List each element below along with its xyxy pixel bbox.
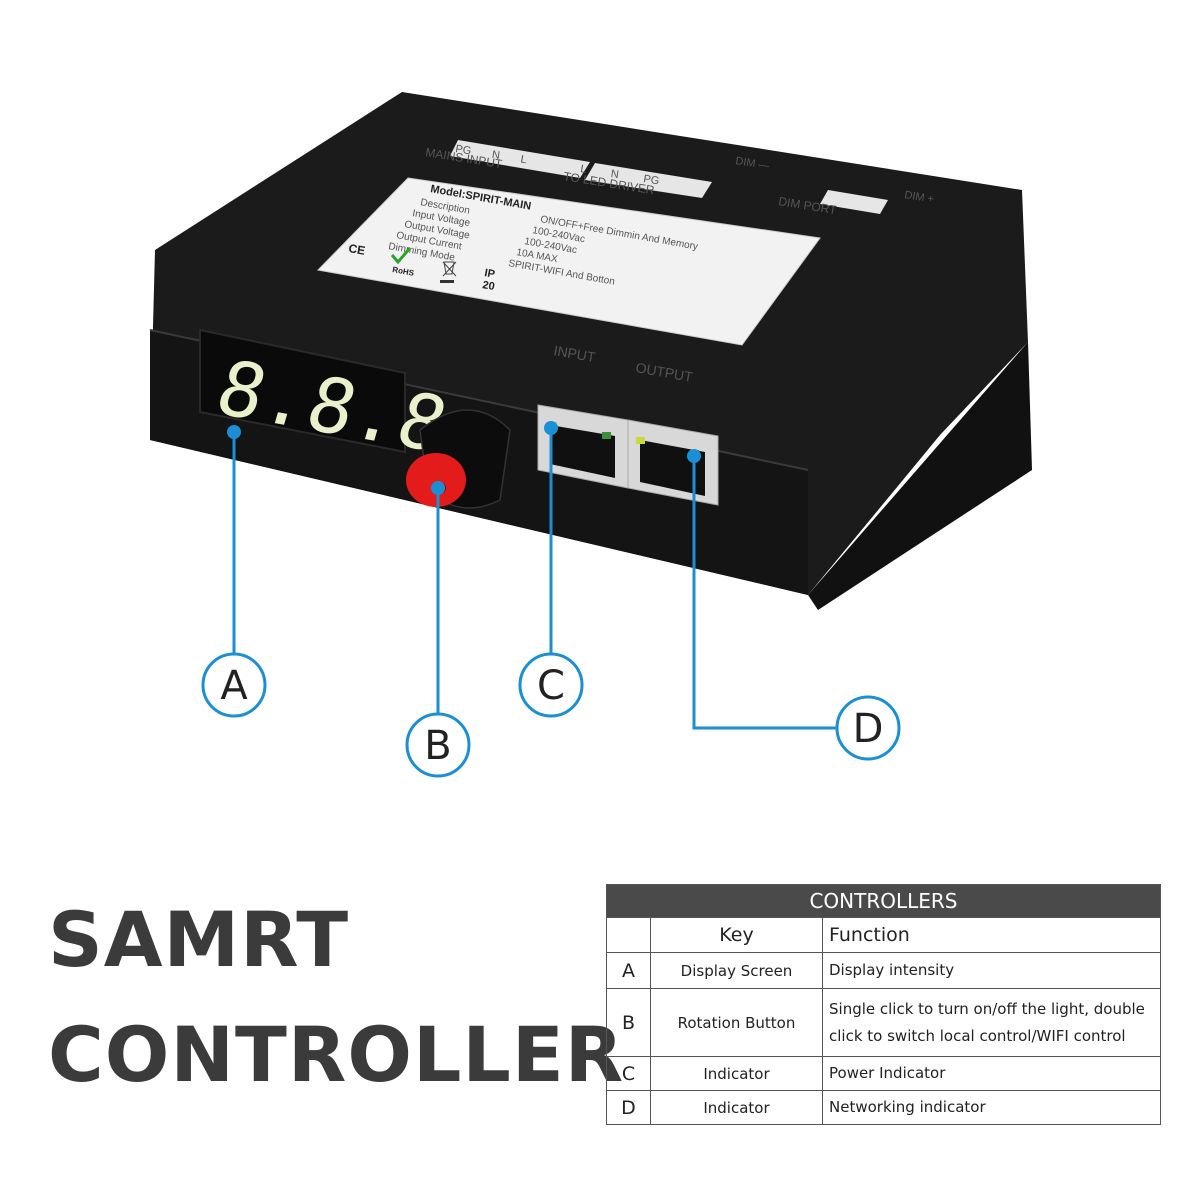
mains-terminal-block xyxy=(450,140,590,178)
callout-c: C xyxy=(518,652,584,718)
table-title-row: CONTROLLERS xyxy=(606,884,1161,918)
weee-bin-icon xyxy=(442,261,457,277)
rohs-check-icon xyxy=(390,247,412,265)
svg-text:D: D xyxy=(853,706,884,752)
weee-bar xyxy=(440,280,454,283)
title-line-1: SAMRT xyxy=(48,895,350,984)
controller-diagram: PG N L MAINS INPUT L N PG TO LED DRIVER … xyxy=(149,92,1032,778)
rohs-mark: RoHS xyxy=(392,265,416,278)
svg-text:B: B xyxy=(424,723,451,769)
dim-terminal-block xyxy=(820,190,888,214)
table-row: A Display Screen Display intensity xyxy=(606,952,1161,989)
row-key: Indicator xyxy=(650,1090,823,1125)
row-key: Rotation Button xyxy=(650,988,823,1057)
table-header-row: Key Function xyxy=(606,917,1161,953)
led-driver-pins: L N PG xyxy=(580,163,661,187)
ce-mark: CE xyxy=(347,241,366,258)
callout-b: B xyxy=(405,712,471,778)
table-title: CONTROLLERS xyxy=(606,884,1161,918)
callout-a: A xyxy=(201,652,267,718)
row-key: Display Screen xyxy=(650,952,823,989)
callout-d: D xyxy=(835,695,901,761)
row-id: C xyxy=(606,1056,651,1091)
callout-lines xyxy=(227,421,836,730)
header-id-cell xyxy=(606,917,651,953)
table-row: D Indicator Networking indicator xyxy=(606,1090,1161,1125)
row-function: Power Indicator xyxy=(822,1056,1161,1091)
svg-text:C: C xyxy=(537,663,565,709)
header-function: Function xyxy=(822,917,1161,953)
rj45-input-port[interactable] xyxy=(537,404,629,489)
row-function: Single click to turn on/off the light, d… xyxy=(822,988,1161,1057)
row-function: Display intensity xyxy=(822,952,1161,989)
dim-minus-label: DIM — xyxy=(735,155,771,172)
svg-text:A: A xyxy=(220,663,248,709)
row-key: Indicator xyxy=(650,1056,823,1091)
row-id: B xyxy=(606,988,651,1057)
driver-terminal-block xyxy=(585,163,712,198)
input-link-led xyxy=(602,432,611,439)
input-port-label: INPUT xyxy=(552,342,597,365)
row-function: Networking indicator xyxy=(822,1090,1161,1125)
table-row: C Indicator Power Indicator xyxy=(606,1056,1161,1091)
spec-sticker xyxy=(316,177,821,346)
ip-label: IP xyxy=(483,267,495,281)
callout-d-line xyxy=(692,456,836,730)
row-id: A xyxy=(606,952,651,989)
title-line-2: CONTROLLER xyxy=(48,1010,625,1099)
dim-plus-label: DIM + xyxy=(904,189,935,205)
output-link-led xyxy=(636,437,645,444)
device-right-side xyxy=(808,342,1032,610)
table-row: B Rotation Button Single click to turn o… xyxy=(606,988,1161,1057)
ip-rating: 20 xyxy=(481,279,495,293)
mains-input-pins: PG N L xyxy=(455,143,528,166)
knob-red-cap xyxy=(406,453,466,507)
row-id: D xyxy=(606,1090,651,1125)
controllers-table: CONTROLLERS Key Function A Display Scree… xyxy=(606,884,1161,1125)
header-key: Key xyxy=(650,917,823,953)
